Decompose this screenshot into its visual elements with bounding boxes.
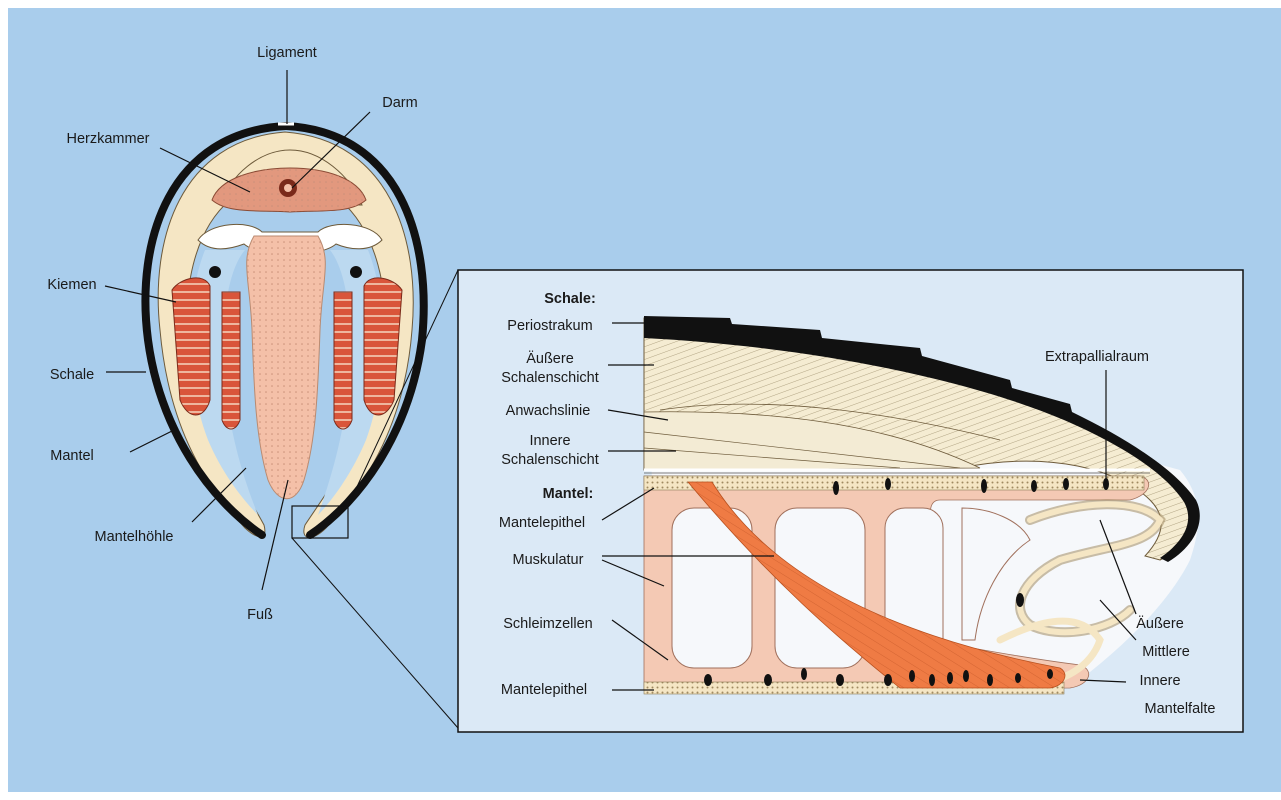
label-mittlere: Mittlere bbox=[1142, 644, 1190, 660]
label-muskulatur: Muskulatur bbox=[513, 552, 584, 568]
label-schale: Schale bbox=[50, 367, 94, 383]
gill-left-inner bbox=[222, 292, 240, 429]
label-innere-schalenschicht-1: Innere bbox=[529, 433, 570, 449]
label-schleimzellen: Schleimzellen bbox=[503, 616, 592, 632]
label-kiemen: Kiemen bbox=[47, 277, 96, 293]
label-aeussere-schalenschicht-2: Schalenschicht bbox=[501, 370, 599, 386]
label-mantelfalte: Mantelfalte bbox=[1145, 701, 1216, 717]
label-mantel-heading: Mantel: bbox=[543, 486, 594, 502]
label-aeussere: Äußere bbox=[1136, 615, 1184, 632]
label-aeussere-schalenschicht-1: Äußere bbox=[526, 350, 574, 367]
label-innere: Innere bbox=[1139, 673, 1180, 689]
label-mantelepithel-top: Mantelepithel bbox=[499, 515, 585, 531]
detail-panel: Schale: Periostrakum Äußere Schalenschic… bbox=[458, 270, 1243, 732]
cross-section: Ligament Darm Herzkammer Kiemen Schale M… bbox=[47, 45, 458, 728]
mantle-epithelium-top bbox=[644, 476, 1144, 490]
label-mantelhoehle: Mantelhöhle bbox=[95, 529, 174, 545]
label-periostrakum: Periostrakum bbox=[507, 318, 592, 334]
label-mantelepithel-bottom: Mantelepithel bbox=[501, 682, 587, 698]
label-darm: Darm bbox=[382, 95, 417, 111]
label-schale-heading: Schale: bbox=[544, 291, 596, 307]
label-herzkammer: Herzkammer bbox=[67, 131, 150, 147]
label-mantel: Mantel bbox=[50, 448, 94, 464]
label-extrapallialraum: Extrapallialraum bbox=[1045, 349, 1149, 365]
label-anwachslinie: Anwachslinie bbox=[506, 403, 591, 419]
label-fuss: Fuß bbox=[247, 607, 273, 623]
label-ligament: Ligament bbox=[257, 45, 317, 61]
label-innere-schalenschicht-2: Schalenschicht bbox=[501, 452, 599, 468]
gill-right-inner bbox=[334, 292, 352, 429]
